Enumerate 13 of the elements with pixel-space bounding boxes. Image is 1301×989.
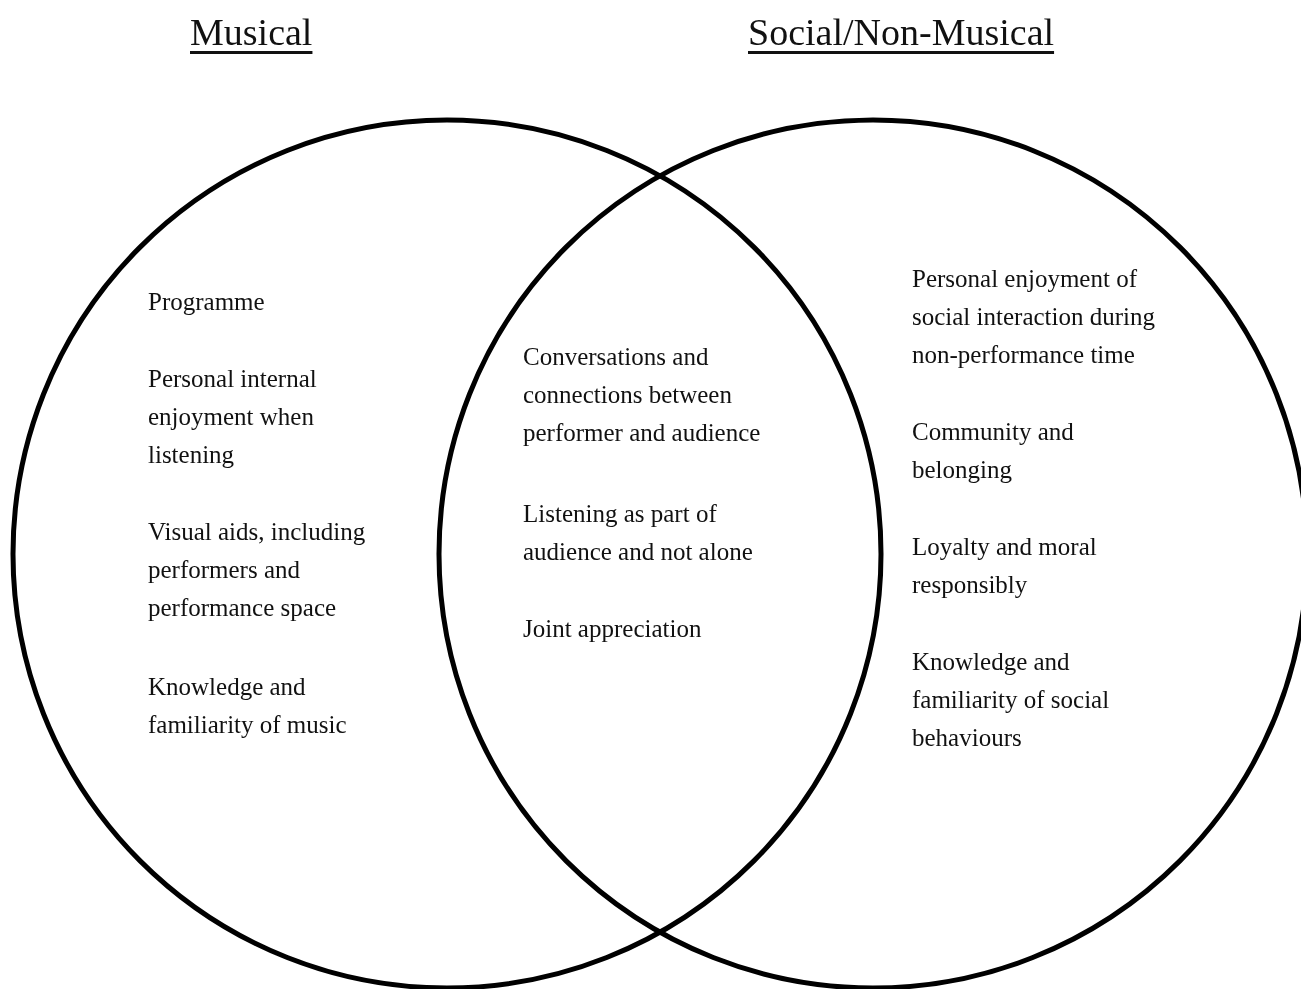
set-item: Personal internal enjoyment when listening [148,364,318,470]
set-item: Loyalty and moral responsibly [912,532,1098,600]
overlap-item: Listening as part of audience and not alone [523,499,754,567]
overlap-item: Conversations and connections between performer and audience [523,342,762,448]
set-heading: Social/Non-Musical [748,10,1055,54]
set-item: Knowledge and familiarity of music [148,672,348,740]
set-item: Knowledge and familiarity of social behaviours [912,647,1111,753]
overlap-item: Joint appreciation [523,614,703,644]
set-item: Personal enjoyment of social interaction during non-performance time [912,264,1156,370]
set-item: Community and belonging [912,417,1075,485]
set-item: Visual aids, including performers and performance space [148,517,367,623]
set-item: Programme [148,287,266,317]
set-heading: Musical [190,10,313,54]
